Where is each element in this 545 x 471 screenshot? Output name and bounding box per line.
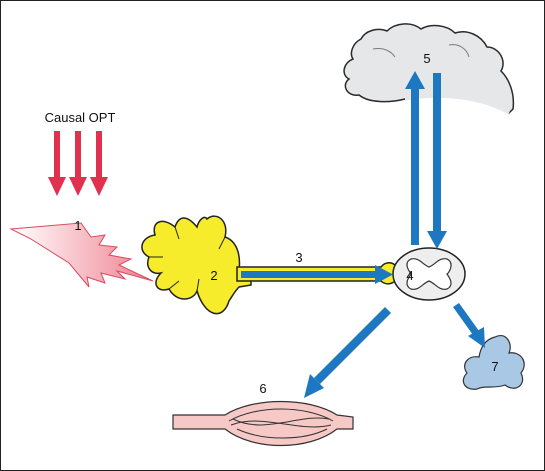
label-2: 2	[210, 268, 217, 283]
causal-arrows	[48, 131, 108, 196]
label-1: 1	[74, 218, 81, 233]
organ-arrow	[453, 303, 485, 348]
label-cause: Causal OPT	[45, 110, 116, 125]
causal-arrow	[48, 131, 66, 196]
descending-arrow	[427, 73, 447, 249]
label-6: 6	[259, 381, 266, 396]
label-4: 4	[406, 268, 413, 283]
pain-source-icon	[9, 222, 154, 288]
label-7: 7	[491, 359, 498, 374]
ascending-arrow	[405, 71, 425, 245]
organ-icon	[462, 335, 525, 390]
signal-arrows	[241, 71, 485, 398]
label-3: 3	[295, 250, 302, 265]
axon-signal-arrow	[241, 265, 393, 284]
spinal-cord-section-icon	[392, 247, 466, 301]
muscle-icon	[172, 400, 354, 447]
brain-icon	[343, 23, 515, 115]
muscle-arrow	[304, 307, 391, 398]
causal-arrow	[90, 131, 108, 196]
labels: Causal OPT 1 2 3 4 5 6 7	[45, 51, 499, 396]
causal-arrow	[69, 131, 87, 196]
neuron-icon	[141, 215, 252, 315]
label-5: 5	[423, 51, 430, 66]
